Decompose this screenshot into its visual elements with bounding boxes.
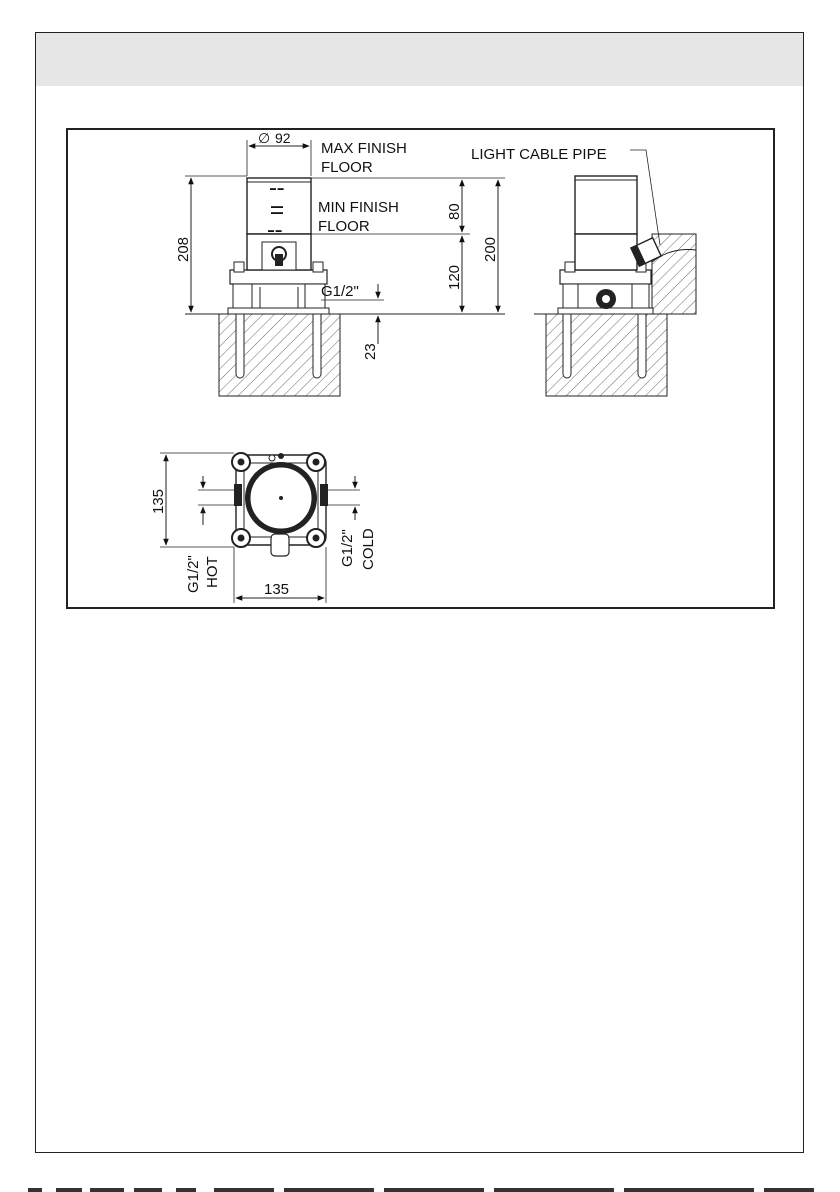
plan-height-label: 135 [150, 489, 167, 514]
max-finish-floor-label-2: FLOOR [321, 159, 373, 176]
min-finish-floor-label-2: FLOOR [318, 218, 370, 235]
height-200-label: 200 [482, 237, 499, 262]
max-finish-floor-label-1: MAX FINISH [321, 140, 407, 157]
front-base-plate [230, 270, 327, 284]
front-elevation: ▬ ▬ ▬▬ ▬▬ ▬ ▬ ∅ 92 MAX FINISH FLOOR MIN … [175, 130, 505, 396]
hot-thread-label: G1/2" [185, 555, 202, 593]
inlet-thread-label: G1/2" [321, 283, 359, 300]
height-120-label: 120 [446, 265, 463, 290]
hot-label: HOT [204, 556, 221, 588]
side-wall-section [652, 234, 696, 314]
diameter-symbol: ∅ [258, 130, 270, 146]
plan-view: 135 G1/2" HOT G1/2" COLD 135 [150, 453, 377, 603]
svg-text:▬ ▬: ▬ ▬ [270, 186, 284, 192]
cold-label: COLD [360, 528, 377, 570]
svg-text:▬ ▬: ▬ ▬ [268, 228, 282, 234]
height-total-label: 208 [175, 237, 192, 262]
height-80-label: 80 [446, 203, 463, 220]
side-body [575, 176, 637, 234]
side-elevation: LIGHT CABLE PIPE [471, 146, 696, 396]
diameter-label: 92 [275, 130, 291, 146]
depth-23-label: 23 [362, 343, 379, 360]
light-cable-pipe-label: LIGHT CABLE PIPE [471, 146, 607, 163]
plan-width-label: 135 [264, 581, 289, 598]
svg-text:▬▬: ▬▬ [271, 210, 283, 216]
plan-spout [271, 534, 289, 556]
min-finish-floor-label-1: MIN FINISH [318, 199, 399, 216]
bottom-print-marks [28, 1188, 814, 1192]
drawing-frame [67, 129, 774, 608]
cold-thread-label: G1/2" [339, 529, 356, 567]
front-frame [233, 284, 325, 310]
